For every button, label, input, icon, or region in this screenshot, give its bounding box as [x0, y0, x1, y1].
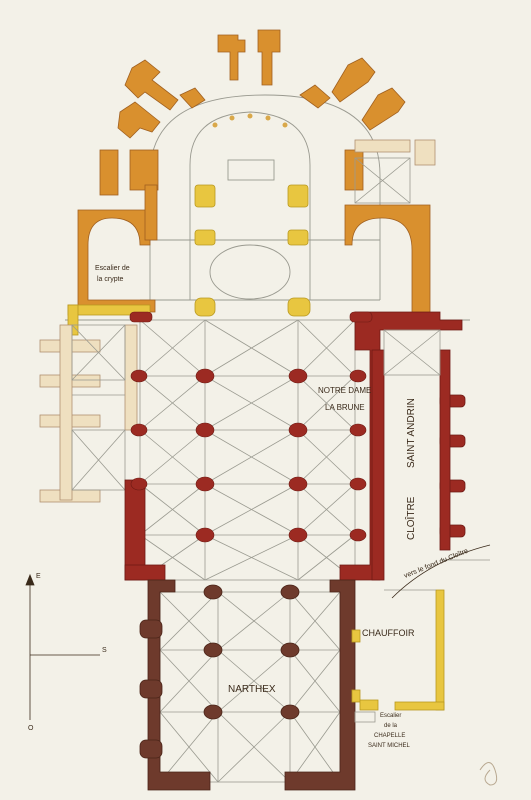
nave-piers	[129, 311, 373, 543]
chauffoir-label: CHAUFFOIR	[362, 628, 415, 638]
notre-dame-label-1: NOTRE DAME	[318, 386, 371, 395]
signature-mark	[479, 762, 498, 786]
left-side-chapels	[39, 324, 138, 503]
right-aisle-vault	[383, 329, 441, 376]
compass-south: S	[102, 647, 107, 654]
stair-chapel-label-1: Escalier	[380, 713, 401, 719]
left-nave-wall	[124, 479, 166, 581]
yellow-piers	[67, 184, 311, 336]
compass-east: E	[36, 573, 41, 580]
stair-chapel-label-2: de la	[384, 723, 398, 729]
stair-chapel-label-3: CHAPELLE	[374, 733, 405, 739]
compass-west: O	[28, 725, 34, 732]
left-transept	[77, 149, 159, 313]
stair-crypt-label-2: la crypte	[97, 276, 124, 283]
narthex-label: NARTHEX	[228, 684, 276, 695]
narthex-walls	[139, 579, 356, 791]
left-chapel-vaults	[71, 324, 126, 491]
notre-dame-label-2: LA BRUNE	[325, 403, 365, 412]
right-nave-wall	[339, 311, 466, 581]
cloister-label-2: SAINT ANDRIN	[406, 398, 417, 468]
chauffoir-walls	[351, 589, 445, 711]
right-transept	[344, 139, 436, 316]
stair-crypt-label-1: Escalier de	[95, 265, 130, 272]
cloister-label-1: CLOÎTRE	[404, 496, 417, 540]
choir-dots	[212, 113, 288, 128]
cloister-wall-line	[391, 544, 491, 599]
cloister-outline	[354, 559, 490, 723]
transept-chapel-right	[354, 157, 411, 204]
radiating-chapels	[117, 29, 406, 139]
stair-chapel-label-4: SAINT MICHEL	[368, 743, 411, 749]
compass	[25, 573, 100, 720]
